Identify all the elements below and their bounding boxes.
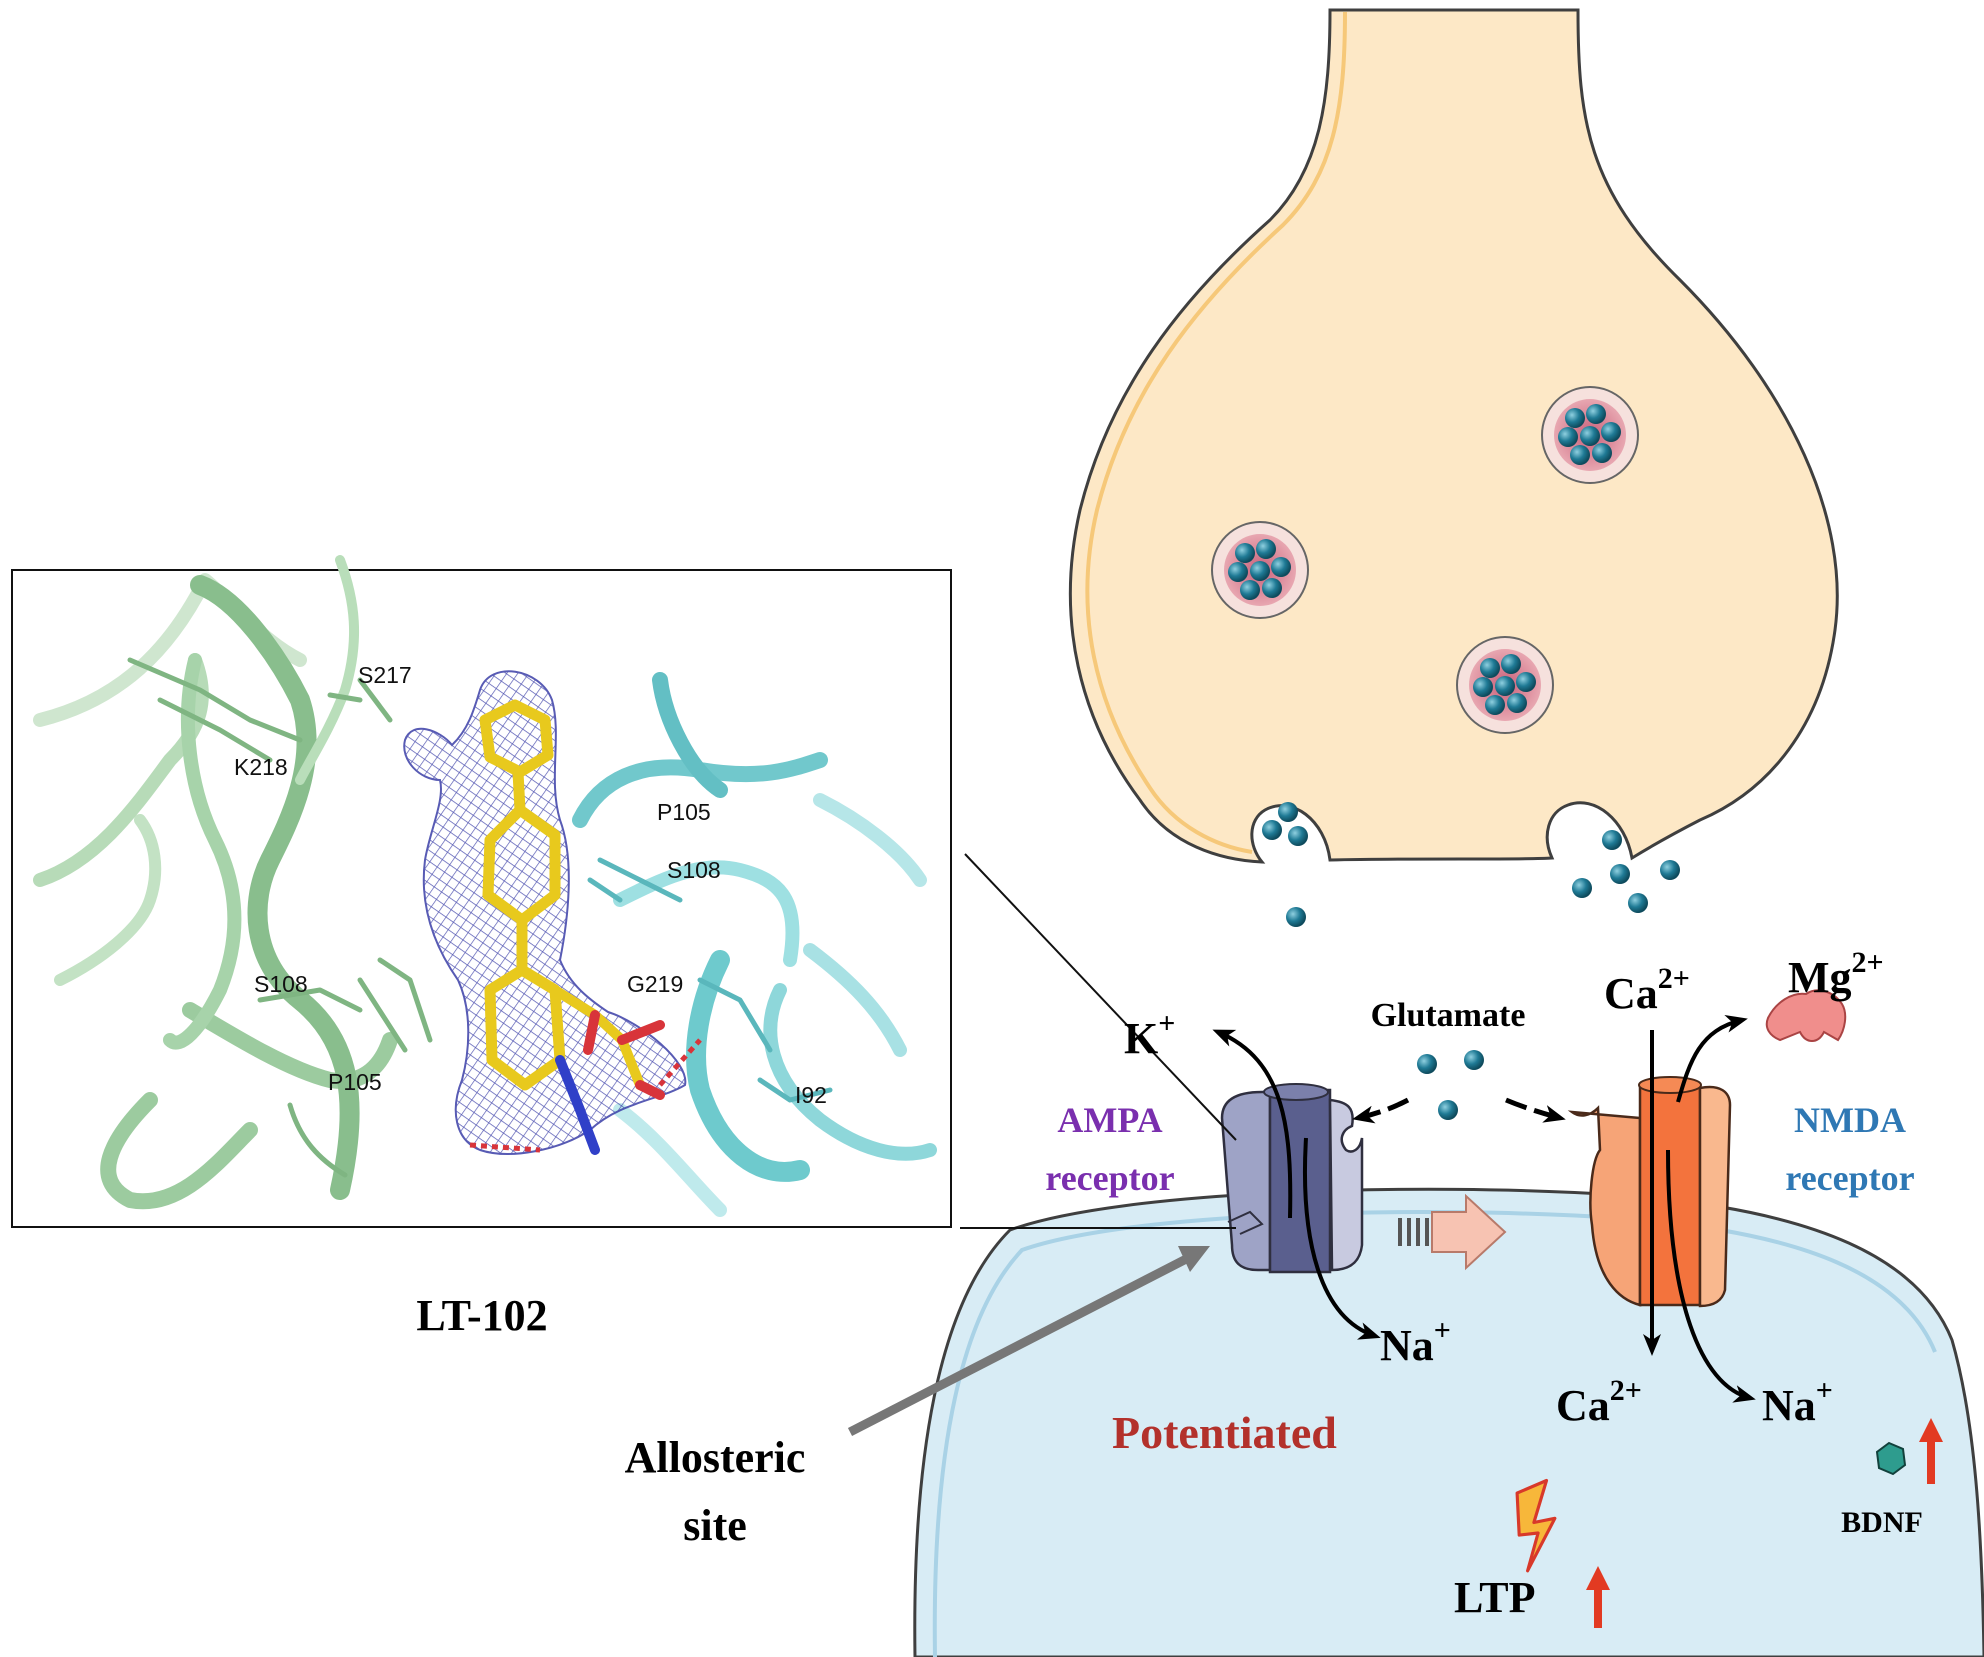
synaptic-vesicle: [1541, 386, 1639, 484]
na-influx-arrow-ampa: [1302, 1137, 1381, 1340]
residue-label-i92: I92: [795, 1082, 827, 1108]
lightning-icon: [1515, 1478, 1557, 1573]
ltp-up-arrow: [1586, 1566, 1610, 1628]
ampa-label-line2: receptor: [1045, 1158, 1174, 1198]
postsynaptic-spine: [913, 1187, 1984, 1657]
ligand-lt102: [479, 699, 665, 1155]
residue-label-s108-left: S108: [254, 971, 308, 997]
residue-label-s108-right: S108: [667, 857, 721, 883]
bdnf-up-arrow: [1919, 1418, 1943, 1484]
ampa-to-nmda-arrow: [1398, 1193, 1507, 1271]
inset-connector-top: [964, 853, 1237, 1141]
residue-label-g219: G219: [627, 971, 683, 997]
residue-label-s217: S217: [358, 662, 412, 688]
na-ion-label-nmda: Na+: [1762, 1374, 1833, 1430]
nmda-label-line1: NMDA: [1794, 1100, 1906, 1140]
potentiated-label: Potentiated: [1112, 1407, 1337, 1458]
presynaptic-terminal: [1068, 8, 1839, 864]
glutamate-arrow-to-nmda: [1505, 1097, 1566, 1123]
nmda-label-line2: receptor: [1785, 1158, 1914, 1198]
ampa-label-line1: AMPA: [1057, 1100, 1162, 1140]
residue-label-p105-right: P105: [657, 799, 711, 825]
ltp-label: LTP: [1454, 1573, 1536, 1622]
na-influx-arrow-nmda: [1666, 1149, 1756, 1403]
allosteric-site-arrowhead: [1178, 1246, 1210, 1272]
bdnf-label: BDNF: [1841, 1506, 1923, 1539]
k-efflux-arrow: [1212, 1029, 1293, 1219]
ca-ion-label-top: Ca2+: [1604, 962, 1690, 1018]
structure-inset: S217 K218 S108 P105 P105 S108 G219 I92: [11, 555, 952, 1228]
mg-ion-label: Mg2+: [1788, 946, 1884, 1002]
released-glutamate: [1262, 802, 1680, 927]
compound-label: LT-102: [416, 1291, 547, 1340]
glutamate-label: Glutamate: [1371, 997, 1526, 1034]
k-ion-label: K+: [1124, 1007, 1175, 1063]
bdnf-hexagon-icon: [1875, 1441, 1907, 1476]
mg-block-icon: [1765, 989, 1847, 1042]
presynaptic-inner-membrane: [1085, 11, 1347, 854]
synaptic-vesicle: [1456, 636, 1554, 734]
glutamate-arrow-to-ampa: [1352, 1097, 1410, 1124]
ca-ion-label-bottom: Ca2+: [1556, 1374, 1642, 1430]
na-ion-label-ampa: Na+: [1380, 1314, 1451, 1370]
glutamate-molecules: [1417, 1050, 1484, 1120]
allosteric-site-label-line1: Allosteric: [625, 1433, 806, 1482]
allosteric-site-label-line2: site: [683, 1501, 747, 1550]
allosteric-site-arrow: [847, 1251, 1195, 1437]
hydrogen-bond: [469, 1142, 541, 1153]
synaptic-vesicle: [1211, 521, 1309, 619]
ca-efflux-arrow: [1676, 1014, 1748, 1103]
residue-label-p105-left: P105: [328, 1069, 382, 1095]
residue-label-k218: K218: [234, 754, 288, 780]
